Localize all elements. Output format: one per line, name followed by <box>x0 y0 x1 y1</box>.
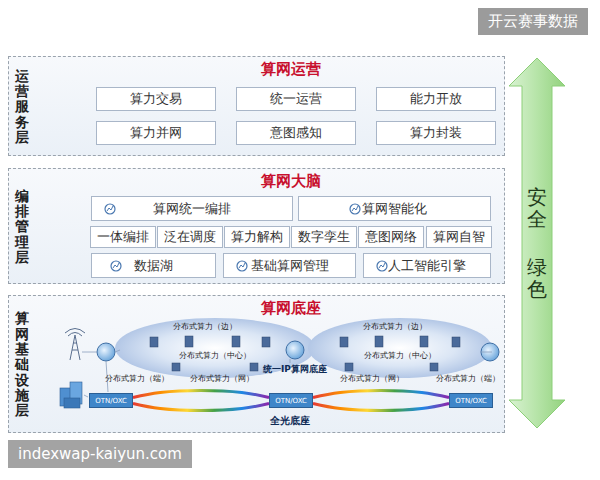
box-label: OTN/OXC <box>95 397 127 405</box>
datacenter-icon <box>60 382 82 408</box>
function-box: 算力封装 <box>376 121 496 145</box>
illustration-label: 分布式算力（中心） <box>364 350 436 361</box>
watermark: 开云赛事数据 <box>478 8 588 35</box>
box-icon <box>376 260 388 272</box>
layer-label: 运营服务层 <box>15 69 29 146</box>
illustration-label: 分布式算力（边） <box>173 321 237 332</box>
box-label: 算网统一编排 <box>153 200 231 218</box>
layer-band: 运营服务层 算网运营算力交易 统一运营 能力开放算力并网 意图感知 算力封装 <box>8 56 505 156</box>
box-label: 算力解构 <box>231 228 283 246</box>
layer-label: 编排管理层 <box>15 189 29 266</box>
function-box: 意图网络 <box>358 226 424 248</box>
function-box: 意图感知 <box>236 121 356 145</box>
watermark: indexwap-kaiyun.com <box>8 440 192 468</box>
illustration-label: 分布式算力（网） <box>190 373 254 384</box>
function-box: 算网自智 <box>426 226 492 248</box>
function-box: 算网统一编排 <box>91 196 293 221</box>
otn-node: OTN/OXC <box>449 393 493 408</box>
band-ground <box>8 168 505 284</box>
layer-title: 算网底座 <box>91 299 491 318</box>
illustration-label: 统一IP算网底座 <box>263 363 327 376</box>
box-label: OTN/OXC <box>275 397 307 405</box>
function-box: 人工智能引擎 <box>363 253 491 278</box>
function-box: 能力开放 <box>376 87 496 111</box>
illustration-label: 分布式算力（网） <box>340 373 404 384</box>
illustration-label: 分布式算力（中心） <box>179 350 251 361</box>
function-box: 数据湖 <box>91 253 216 278</box>
otn-node: OTN/OXC <box>269 393 313 408</box>
layer-band: 编排管理层 算网大脑算网统一编排 算网智能化一体编排泛在调度算力解构数字孪生意图网络… <box>8 168 505 284</box>
layer-title: 算网运营 <box>91 60 491 79</box>
access-lines <box>82 350 492 397</box>
layer-label: 算网基础设施层 <box>15 311 29 419</box>
layer-band: 算网基础设施层 算网底座 OTN/OXC OTN/OXC OTN/OXC <box>8 295 505 433</box>
illustration-label: 全光底座 <box>270 414 310 428</box>
box-label: 能力开放 <box>410 90 462 108</box>
box-icon <box>104 203 116 215</box>
box-label: 泛在调度 <box>164 228 216 246</box>
function-box: 算力交易 <box>96 87 216 111</box>
otn-node: OTN/OXC <box>89 393 133 408</box>
function-box: 泛在调度 <box>157 226 223 248</box>
fiber-ring <box>133 391 269 411</box>
function-box: 数字孪生 <box>291 226 357 248</box>
box-label: 数字孪生 <box>298 228 350 246</box>
function-box: 算力并网 <box>96 121 216 145</box>
tower-icon <box>65 329 85 361</box>
arrow-label: 安全 <box>527 186 547 230</box>
box-icon <box>349 203 361 215</box>
cloud <box>308 318 492 378</box>
box-label: 意图感知 <box>270 124 322 142</box>
box-label: 统一运营 <box>270 90 322 108</box>
box-label: 意图网络 <box>365 228 417 246</box>
illustration-label: 分布式算力（端） <box>436 373 500 384</box>
double-arrow <box>509 58 565 428</box>
box-label: 算网智能化 <box>362 200 427 218</box>
box-label: 基础算网管理 <box>251 257 329 275</box>
band-ground <box>8 56 505 156</box>
function-box: 一体编排 <box>90 226 156 248</box>
box-label: OTN/OXC <box>455 397 487 405</box>
function-box: 算力解构 <box>224 226 290 248</box>
fiber-ring <box>313 391 449 411</box>
band-ground <box>8 295 505 433</box>
box-label: 人工智能引擎 <box>388 257 466 275</box>
router-icons <box>97 341 499 361</box>
box-label: 一体编排 <box>97 228 149 246</box>
box-icon <box>236 260 248 272</box>
box-icon <box>110 260 122 272</box>
box-label: 算力交易 <box>130 90 182 108</box>
function-box: 算网智能化 <box>298 196 491 221</box>
illustration-label: 分布式算力（端） <box>105 373 169 384</box>
illustration-label: 分布式算力（边） <box>363 321 427 332</box>
box-label: 算力并网 <box>130 124 182 142</box>
box-label: 算网自智 <box>433 228 485 246</box>
function-box: 统一运营 <box>236 87 356 111</box>
arrow-label: 绿色 <box>527 256 547 300</box>
box-label: 算力封装 <box>410 124 462 142</box>
box-label: 数据湖 <box>134 257 173 275</box>
layer-title: 算网大脑 <box>91 172 491 191</box>
function-box: 基础算网管理 <box>223 253 356 278</box>
